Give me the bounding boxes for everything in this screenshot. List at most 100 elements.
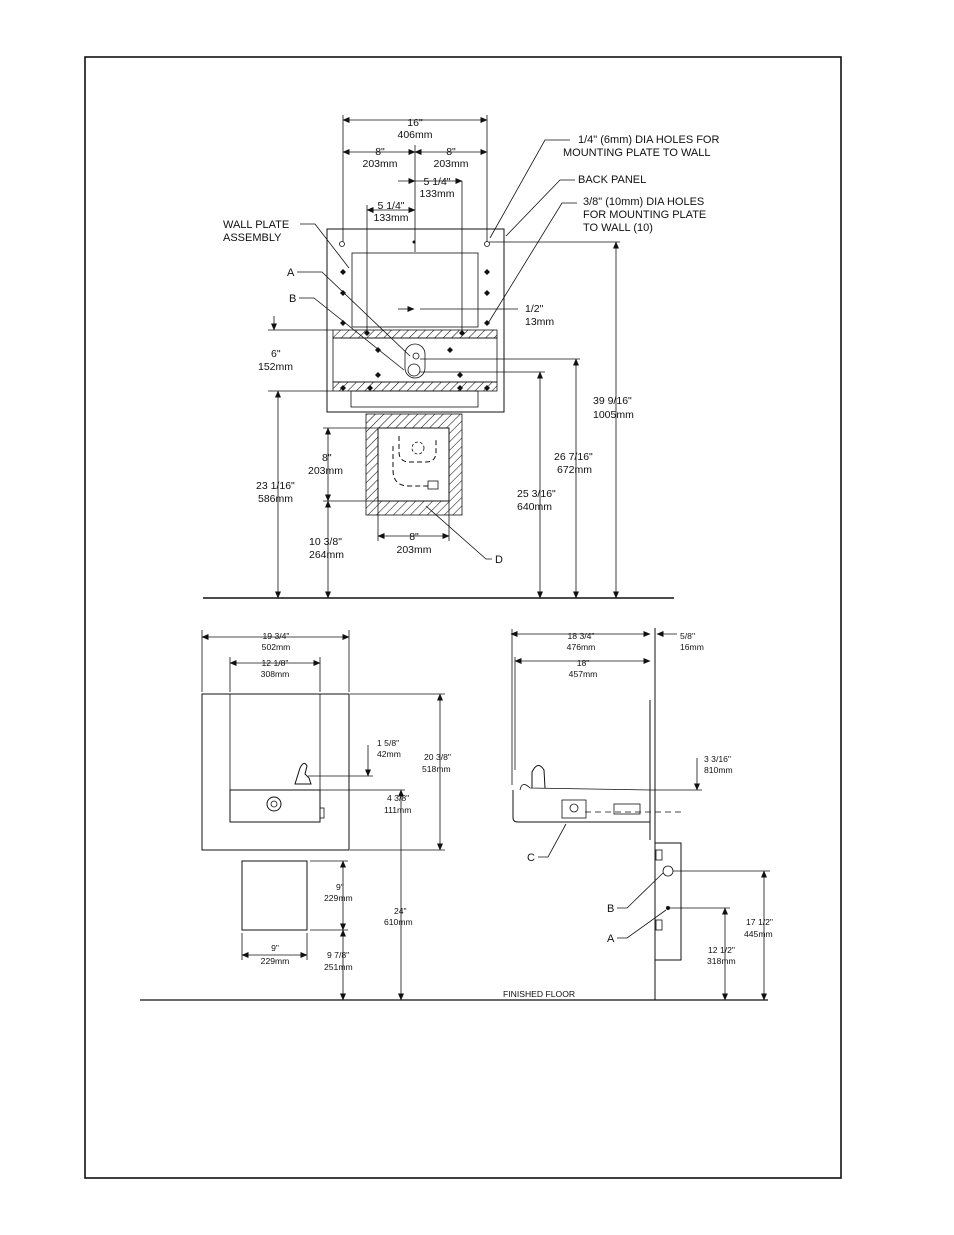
dim-26: 26 7/16" bbox=[554, 451, 593, 463]
push-button-outer bbox=[266, 796, 282, 812]
dim-16mm: 16mm bbox=[680, 642, 704, 652]
dim-19: 19 3/4" bbox=[263, 631, 290, 641]
back-panel-inner-rect bbox=[351, 252, 479, 328]
dim-25: 25 3/16" bbox=[517, 488, 556, 500]
callout-holes-3-8-1: 3/8" (10mm) DIA HOLES bbox=[583, 196, 704, 208]
dim-229mm-horiz: 229mm bbox=[261, 956, 290, 966]
dim-42mm: 42mm bbox=[377, 749, 401, 759]
fixture-top-curve bbox=[519, 784, 651, 791]
dim-203-left: 203mm bbox=[362, 158, 397, 170]
callout-holes-3-8-3: TO WALL (10) bbox=[583, 222, 653, 234]
dim-8-vert: 8" bbox=[322, 452, 332, 464]
dim-251mm: 251mm bbox=[324, 962, 353, 972]
dim-502mm: 502mm bbox=[262, 642, 291, 652]
recess-inner bbox=[377, 427, 450, 502]
dim-1-2: 1/2" bbox=[525, 303, 544, 315]
dim-1005mm: 1005mm bbox=[593, 409, 634, 421]
dim-24: 24" bbox=[394, 906, 407, 916]
dim-133-right: 133mm bbox=[419, 188, 454, 200]
dim-4-3-8: 4 3/8" bbox=[387, 793, 409, 803]
dim-152mm: 152mm bbox=[258, 361, 293, 373]
side-bubbler bbox=[531, 765, 546, 789]
dim-17: 17 1/2" bbox=[746, 917, 773, 927]
access-panel bbox=[241, 860, 308, 931]
dim-586mm: 586mm bbox=[258, 493, 293, 505]
dim-406: 406mm bbox=[397, 129, 432, 141]
dim-6: 6" bbox=[271, 348, 281, 360]
push-button-inner bbox=[270, 800, 278, 808]
dim-133-left: 133mm bbox=[373, 212, 408, 224]
back-panel-outline bbox=[326, 228, 505, 413]
dim-16: 16" bbox=[407, 117, 423, 129]
page-border bbox=[84, 56, 842, 1179]
dim-111mm: 111mm bbox=[384, 805, 411, 815]
front-label-b: B bbox=[289, 293, 296, 305]
dim-18-3-4: 18 3/4" bbox=[568, 631, 595, 641]
dim-229mm-vert: 229mm bbox=[324, 893, 353, 903]
dim-23: 23 1/16" bbox=[256, 480, 295, 492]
dim-318mm: 318mm bbox=[707, 956, 736, 966]
wall-plate-bottom-hatch bbox=[332, 381, 498, 392]
fixture-side-outline bbox=[512, 790, 650, 823]
dim-610mm: 610mm bbox=[384, 917, 413, 927]
wall-bracket bbox=[655, 842, 682, 961]
dim-18: 18" bbox=[577, 658, 590, 668]
dim-203-vert: 203mm bbox=[308, 465, 343, 477]
side-label-c: C bbox=[527, 852, 535, 864]
dim-445mm: 445mm bbox=[744, 929, 773, 939]
dim-9-7-8: 9 7/8" bbox=[327, 950, 349, 960]
callout-holes-quarter-2: MOUNTING PLATE TO WALL bbox=[563, 147, 711, 159]
dim-518mm: 518mm bbox=[422, 764, 451, 774]
dim-13mm: 13mm bbox=[525, 316, 554, 328]
dim-5-1-4-left: 5 1/4" bbox=[377, 200, 404, 212]
dim-203-bottom: 203mm bbox=[396, 544, 431, 556]
dim-203-right: 203mm bbox=[433, 158, 468, 170]
side-label-a: A bbox=[607, 933, 615, 945]
elevation-view: 19 3/4" 502mm 12 1/8" 308mm 20 3/8" 518m… bbox=[201, 630, 451, 1001]
bracket-hole-b bbox=[662, 865, 674, 877]
side-view: 18 3/4" 476mm 5/8" 16mm 18" 457mm 3 3/16… bbox=[510, 628, 773, 1001]
dim-810mm: 810mm bbox=[704, 765, 733, 775]
dim-12: 12 1/8" bbox=[262, 658, 289, 668]
dim-5-8: 5/8" bbox=[680, 631, 695, 641]
dim-457mm: 457mm bbox=[569, 669, 598, 679]
side-panel-dashed bbox=[613, 803, 641, 815]
dim-264mm: 264mm bbox=[309, 549, 344, 561]
basin-lip bbox=[319, 807, 325, 819]
dim-308mm: 308mm bbox=[261, 669, 290, 679]
dim-8-bottom: 8" bbox=[409, 531, 419, 543]
fixture-basin bbox=[229, 789, 321, 823]
dim-5-1-4-right: 5 1/4" bbox=[423, 176, 450, 188]
dim-9-horiz: 9" bbox=[271, 943, 279, 953]
fixture-outline bbox=[201, 693, 350, 851]
callout-wall-plate-2: ASSEMBLY bbox=[223, 232, 282, 244]
callout-holes-quarter-1: 1/4" (6mm) DIA HOLES FOR bbox=[578, 134, 719, 146]
mounting-hole-right bbox=[484, 241, 490, 247]
front-label-d: D bbox=[495, 554, 503, 566]
callout-wall-plate-1: WALL PLATE bbox=[223, 219, 289, 231]
callout-holes-3-8-2: FOR MOUNTING PLATE bbox=[583, 209, 706, 221]
dim-9-vert: 9" bbox=[336, 882, 344, 892]
slot-hole-small bbox=[412, 352, 420, 360]
dim-10: 10 3/8" bbox=[309, 536, 342, 548]
front-label-a: A bbox=[287, 267, 295, 279]
dim-8-right: 8" bbox=[446, 146, 456, 158]
dim-20: 20 3/8" bbox=[424, 752, 451, 762]
wall-plate-lower-rect bbox=[350, 390, 479, 408]
wall-plate-body bbox=[332, 337, 498, 383]
dim-39: 39 9/16" bbox=[593, 395, 632, 407]
front-view: 16" 406mm 8" 203mm 8" 203mm 5 1/4" 133mm… bbox=[203, 115, 719, 599]
recess-piping bbox=[392, 436, 439, 490]
finished-floor-label: FINISHED FLOOR bbox=[503, 989, 575, 999]
dim-476mm: 476mm bbox=[567, 642, 596, 652]
callout-back-panel: BACK PANEL bbox=[578, 174, 646, 186]
dim-12-1-2: 12 1/2" bbox=[708, 945, 735, 955]
bubbler-icon bbox=[294, 762, 312, 785]
mounting-hole-left bbox=[339, 241, 345, 247]
slot-hole bbox=[407, 363, 421, 377]
bracket-hole-a bbox=[666, 906, 670, 910]
side-valve bbox=[561, 799, 587, 819]
dim-8-left: 8" bbox=[375, 146, 385, 158]
wall-plate-top-hatch bbox=[332, 329, 498, 339]
dim-3-3-16: 3 3/16" bbox=[704, 754, 731, 764]
